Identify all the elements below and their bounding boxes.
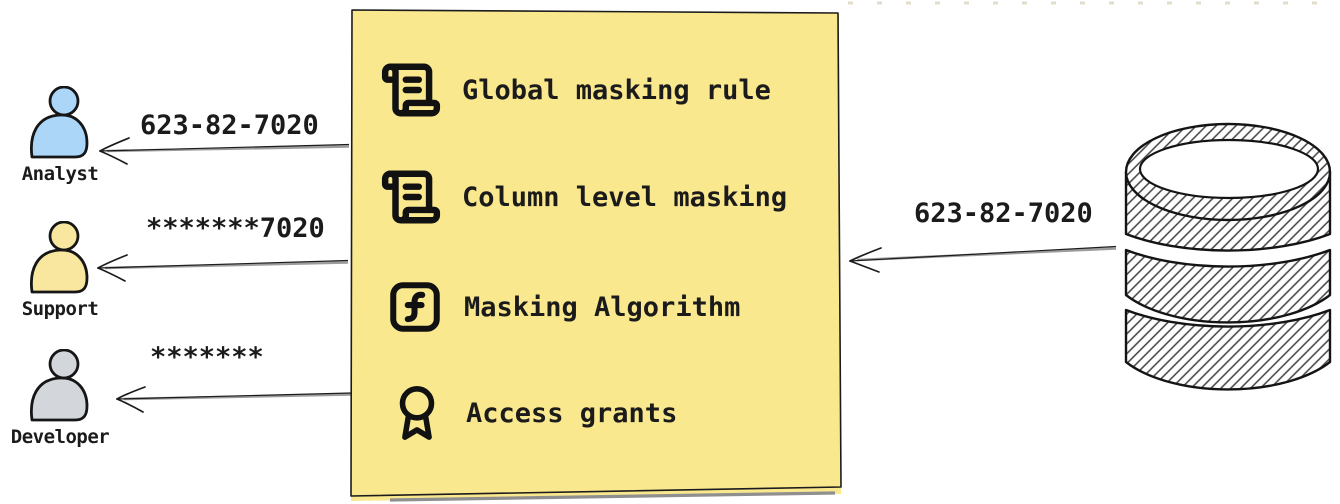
masked-value-label-support: *******7020	[146, 213, 325, 244]
masking-item-row: Global masking rule	[380, 57, 771, 123]
masking-policy-box: Global masking rule Column level masking…	[330, 0, 850, 504]
persona-developer-label: Developer	[10, 426, 110, 448]
persona-support-label: Support	[21, 298, 99, 320]
masked-value-label-analyst: 623-82-7020	[140, 110, 319, 141]
persona-developer: Developer	[0, 349, 120, 448]
person-icon	[30, 349, 89, 422]
scroll-text-icon	[381, 170, 441, 224]
arrow-masking-to-support	[97, 254, 349, 282]
original-value-label-database: 623-82-7020	[914, 198, 1093, 229]
database-cylinder-bottom-band	[1124, 308, 1332, 391]
masking-item-row: Column level masking	[380, 164, 787, 230]
database-cylinder-middle-band	[1124, 248, 1332, 324]
masking-item-row: Masking Algorithm	[386, 276, 740, 338]
arrow-masking-to-analyst	[99, 137, 350, 165]
persona-analyst-label: Analyst	[21, 163, 99, 185]
masking-item-row: Access grants	[388, 380, 677, 446]
persona-support: Support	[0, 221, 120, 320]
scroll-text-icon	[381, 63, 441, 117]
masking-item-label: Global masking rule	[462, 74, 771, 106]
database-cylinder-opening	[1138, 138, 1320, 200]
database-icon	[1124, 122, 1332, 391]
person-icon	[30, 86, 89, 159]
top-edge-dashed-line	[848, 1, 1340, 5]
masked-value-label-developer: *******	[150, 342, 264, 373]
masking-item-label: Masking Algorithm	[464, 291, 741, 323]
arrow-masking-to-developer	[116, 386, 352, 413]
persona-analyst: Analyst	[0, 86, 120, 185]
person-icon	[30, 221, 89, 294]
masking-item-label: Column level masking	[462, 181, 788, 213]
masking-item-label: Access grants	[466, 397, 678, 429]
masking-box-background	[350, 9, 842, 502]
function-square-icon	[390, 282, 440, 332]
award-icon	[399, 386, 435, 440]
arrow-database-to-masking	[849, 245, 1117, 273]
